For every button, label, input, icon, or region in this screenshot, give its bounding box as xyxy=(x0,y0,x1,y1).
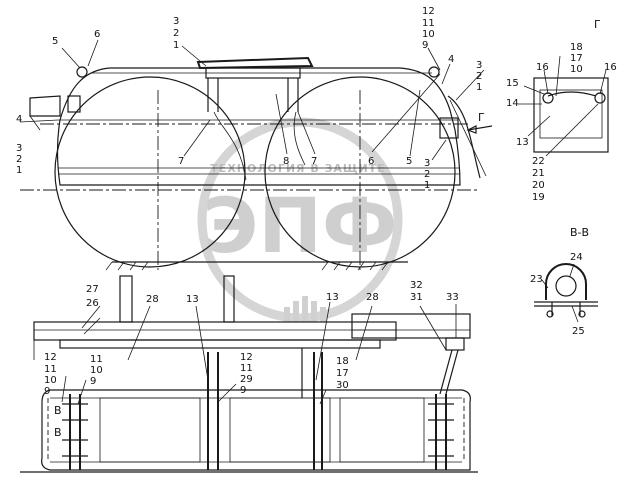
view-g-label-16-right: 16 xyxy=(604,62,617,73)
tank-circle-left xyxy=(54,76,246,268)
plan-label-12-center: 12 xyxy=(240,352,253,363)
tank-side-view: 5 6 3 2 1 12 11 10 9 4 3 2 1 7 8 7 6 5 4… xyxy=(16,6,493,271)
plan-label-13-right: 13 xyxy=(326,292,339,303)
plan-label-11-center: 11 xyxy=(240,363,253,374)
view-g-label-18: 18 xyxy=(570,42,583,53)
label-1-left: 1 xyxy=(16,165,22,176)
label-4-right: 4 xyxy=(448,54,454,65)
plan-label-13-left: 13 xyxy=(186,294,199,305)
label-2-right-top: 2 xyxy=(476,71,482,82)
plan-label-11-left: 11 xyxy=(44,364,57,375)
view-bb-label-25: 25 xyxy=(572,326,585,337)
view-bb-title: В-В xyxy=(570,226,589,239)
plan-label-v-left: В xyxy=(54,404,62,417)
label-2-left: 2 xyxy=(16,154,22,165)
label-7-right: 7 xyxy=(311,156,317,167)
label-10: 10 xyxy=(422,29,435,40)
label-5: 5 xyxy=(52,36,58,47)
watermark-letters: ЭПФ xyxy=(203,181,398,270)
watermark-ring xyxy=(197,117,403,323)
view-g-label-15: 15 xyxy=(506,78,519,89)
label-3-right-top: 3 xyxy=(476,60,482,71)
tank-plan-body xyxy=(41,389,471,471)
plan-label-9-mid: 9 xyxy=(90,376,96,387)
plan-label-10-mid: 10 xyxy=(90,365,103,376)
label-9: 9 xyxy=(422,40,428,51)
hatch-cover xyxy=(196,56,314,70)
plan-label-30: 30 xyxy=(336,380,349,391)
label-6: 6 xyxy=(94,29,100,40)
plan-label-26: 26 xyxy=(86,298,99,309)
view-g-label-22: 22 xyxy=(532,156,545,167)
label-6-right: 6 xyxy=(368,156,374,167)
plan-label-28-right: 28 xyxy=(366,292,379,303)
label-5-right: 5 xyxy=(406,156,412,167)
label-1-right-top: 1 xyxy=(476,82,482,93)
plan-label-27: 27 xyxy=(86,284,99,295)
plan-label-29: 29 xyxy=(240,374,253,385)
view-g-label-21: 21 xyxy=(532,168,545,179)
view-g-label-16-left: 16 xyxy=(536,62,549,73)
plan-label-9-left: 9 xyxy=(44,386,50,397)
watermark-caption: ТЕХНОЛОГИЯ В ЗАЩИТЕ xyxy=(210,162,385,175)
label-1-right-bottom: 1 xyxy=(424,180,430,191)
label-2-right-bottom: 2 xyxy=(424,169,430,180)
view-g-label-13: 13 xyxy=(516,137,529,148)
label-g-arrow: Г xyxy=(478,111,485,124)
watermark: ТЕХНОЛОГИЯ В ЗАЩИТЕ ЭПФ xyxy=(197,117,403,323)
plan-label-11-mid: 11 xyxy=(90,354,103,365)
plan-label-18: 18 xyxy=(336,356,349,367)
view-g-label-19: 19 xyxy=(532,192,545,203)
label-4-left: 4 xyxy=(16,114,22,125)
plan-label-32: 32 xyxy=(410,280,423,291)
plan-label-9-center: 9 xyxy=(240,385,246,396)
view-g-detail: Г 18 17 10 16 16 15 14 13 22 21 20 19 xyxy=(506,18,617,203)
label-1: 1 xyxy=(173,40,179,51)
plan-label-33: 33 xyxy=(446,292,459,303)
label-3-right-bottom: 3 xyxy=(424,158,430,169)
view-bb-label-24: 24 xyxy=(570,252,583,263)
plan-label-31: 31 xyxy=(410,292,423,303)
view-g-label-10: 10 xyxy=(570,64,583,75)
plan-label-17: 17 xyxy=(336,368,349,379)
label-3-left: 3 xyxy=(16,143,22,154)
label-3: 3 xyxy=(173,16,179,27)
tank-shell-outline xyxy=(56,67,461,186)
label-12: 12 xyxy=(422,6,435,17)
label-7-left: 7 xyxy=(178,156,184,167)
plan-label-28-left: 28 xyxy=(146,294,159,305)
plan-label-12-left: 12 xyxy=(44,352,57,363)
view-g-title: Г xyxy=(594,18,601,31)
label-8: 8 xyxy=(283,156,289,167)
label-11: 11 xyxy=(422,18,435,29)
watermark-wheat-icon xyxy=(284,296,326,322)
label-2: 2 xyxy=(173,28,179,39)
view-g-label-14: 14 xyxy=(506,98,519,109)
plan-label-10-left: 10 xyxy=(44,375,57,386)
view-bb-detail: В-В 24 23 25 xyxy=(530,226,598,337)
tank-plan-view: 27 26 28 13 13 28 32 31 33 12 11 10 9 11… xyxy=(20,275,478,473)
view-bb-label-23: 23 xyxy=(530,274,543,285)
plan-label-v-right: В xyxy=(54,426,62,439)
view-g-label-17: 17 xyxy=(570,53,583,64)
view-g-label-20: 20 xyxy=(532,180,545,191)
